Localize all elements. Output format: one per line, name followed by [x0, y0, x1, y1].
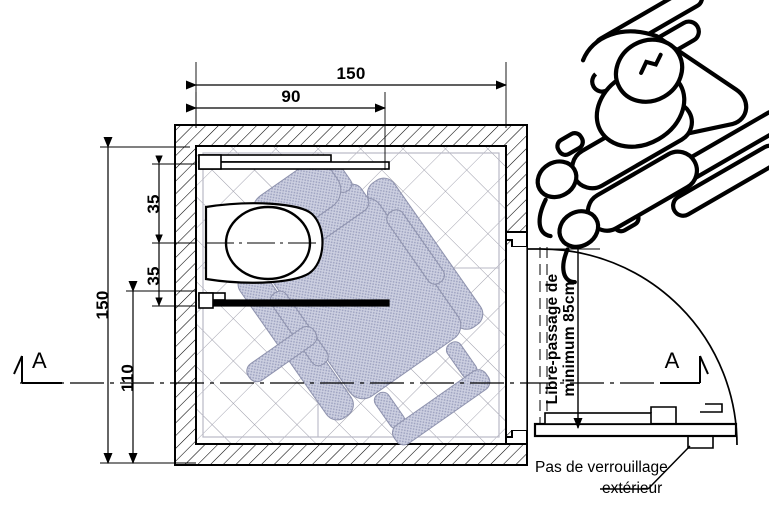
- section-marker-a-left-label: A: [32, 348, 47, 373]
- dimension-left-150-label: 150: [93, 291, 112, 320]
- dimension-left-35-lower-label: 35: [144, 266, 163, 285]
- dimension-left-110: 110: [118, 281, 196, 464]
- door-leaf[interactable]: [533, 403, 738, 490]
- dimension-top-150-label: 150: [337, 64, 366, 83]
- grab-bar-upper: [198, 154, 390, 170]
- toilet-pan: [204, 202, 324, 284]
- section-marker-a-right-label: A: [665, 348, 680, 373]
- dimension-top-90: 90: [186, 87, 386, 170]
- clear-passage-label-line2: minimum 85cm: [561, 281, 578, 396]
- wheelchair-top-view-illustration: [535, 0, 769, 285]
- door-opening: [505, 231, 528, 445]
- dimension-left-110-label: 110: [118, 364, 137, 392]
- no-exterior-lock-line2: extérieur: [602, 480, 662, 497]
- dimension-top-90-label: 90: [281, 87, 300, 106]
- section-marker-a-left: A: [13, 348, 62, 384]
- dimension-left-35-upper-label: 35: [144, 194, 163, 213]
- clear-passage-label-line1: Libre-passage de: [544, 273, 561, 404]
- dimension-top-150: 150: [186, 62, 507, 128]
- dimension-left-35-lower: 35: [144, 234, 196, 307]
- section-marker-a-right: A: [660, 348, 709, 384]
- clear-passage-dimension: Libre-passage de minimum 85cm: [527, 239, 600, 429]
- door-reveal-lines: [539, 247, 548, 430]
- no-exterior-lock-note: Pas de verrouillage extérieur: [535, 459, 668, 497]
- grab-bar-lower: [198, 292, 390, 309]
- no-exterior-lock-line1: Pas de verrouillage: [535, 459, 668, 476]
